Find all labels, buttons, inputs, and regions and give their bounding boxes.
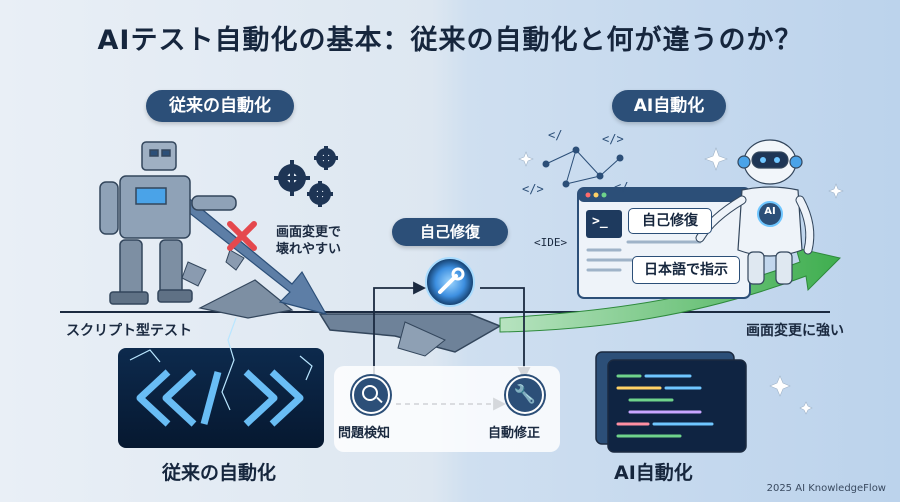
code-tag-4: </ xyxy=(614,180,629,194)
repair-wrench-icon: 🔧 xyxy=(506,376,544,414)
detect-label: 問題検知 xyxy=(338,426,391,441)
fragile-note: 画面変更で 壊れやすい xyxy=(276,224,341,258)
auto-fix-label: 自動修正 xyxy=(488,426,541,441)
code-tag-2: </> xyxy=(602,132,624,146)
legacy-robot xyxy=(99,141,237,305)
broken-arrow xyxy=(177,195,328,315)
gears-icon xyxy=(274,146,338,207)
broken-code-panel xyxy=(118,317,324,448)
ai-bottom-label: AI自動化 xyxy=(614,462,693,484)
sparkle-icons xyxy=(518,147,844,415)
network-graph xyxy=(542,146,624,188)
self-heal-header-badge: 自己修復 xyxy=(392,218,508,246)
fragile-note-line-1: 画面変更で xyxy=(276,225,342,240)
footer-credit: 2025 AI KnowledgeFlow xyxy=(766,483,886,494)
self-heal-card: 🔧 問題検知 自動修正 xyxy=(334,366,560,452)
robot-ai-badge: AI xyxy=(764,206,776,217)
ide-tag: <IDE> xyxy=(534,236,568,249)
error-x-icon xyxy=(227,221,257,251)
green-progress-arrow xyxy=(499,247,841,333)
page-title: AIテスト自動化の基本：従来の自動化と何が違うのか？ xyxy=(97,25,803,56)
ground xyxy=(60,249,830,357)
code-tag-3: </> xyxy=(522,182,544,196)
terminal-prompt-icon: >_ xyxy=(592,214,608,229)
magnifier-icon xyxy=(352,376,390,414)
robust-label: 画面変更に強い xyxy=(746,323,844,339)
script-test-label: スクリプト型テスト xyxy=(66,323,192,339)
code-tag-1: </ xyxy=(548,128,563,142)
legacy-header-badge: 従来の自動化 xyxy=(146,90,294,122)
fragile-note-line-2: 壊れやすい xyxy=(276,242,342,257)
japanese-instruction-chip: 日本語で指示 xyxy=(632,256,740,284)
code-panels xyxy=(595,351,747,453)
ai-header-badge: AI自動化 xyxy=(612,90,726,122)
wrench-icon xyxy=(425,257,475,307)
self-heal-chip: 自己修復 xyxy=(628,208,712,234)
ai-robot xyxy=(695,139,815,285)
legacy-bottom-label: 従来の自動化 xyxy=(162,462,277,484)
